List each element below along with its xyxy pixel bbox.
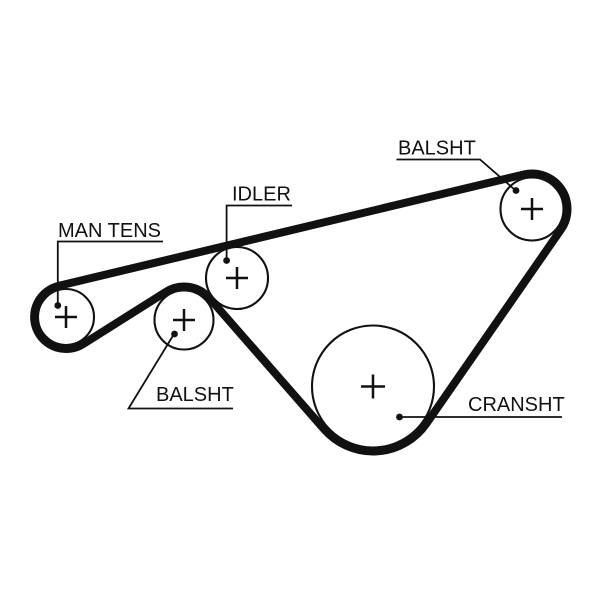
cransht-pulley [310, 324, 436, 449]
idler-label: IDLER [232, 184, 291, 206]
balsht-right-center-mark [521, 198, 543, 220]
balsht-bottom-leader-line [126, 336, 233, 410]
cransht-label: CRANSHT [468, 394, 565, 416]
cransht-center-mark [361, 374, 385, 399]
balsht-left-pulley [153, 289, 215, 351]
cransht-leader-dot [396, 413, 403, 421]
balsht-top-label: BALSHT [398, 138, 476, 160]
idler-leader-line [225, 204, 292, 258]
man-tens-leader-dot [54, 302, 62, 309]
timing-belt [30, 169, 572, 456]
pulley-labels: MAN TENS IDLER BALSHT BALSHT CRANSHT [58, 138, 565, 417]
pulley-center-marks [55, 198, 543, 399]
man-tens-label: MAN TENS [58, 220, 161, 242]
man-tens-center-mark [55, 306, 77, 328]
balsht-bottom-label: BALSHT [156, 384, 234, 406]
balsht-left-center-mark [173, 309, 195, 331]
man-tens-pulley [36, 287, 96, 347]
idler-leader-dot [223, 257, 231, 264]
balsht-bottom-leader-dot [171, 330, 178, 338]
balsht-top-leader-dot [512, 187, 520, 194]
idler-center-mark [226, 267, 248, 289]
leader-lines [54, 158, 562, 421]
